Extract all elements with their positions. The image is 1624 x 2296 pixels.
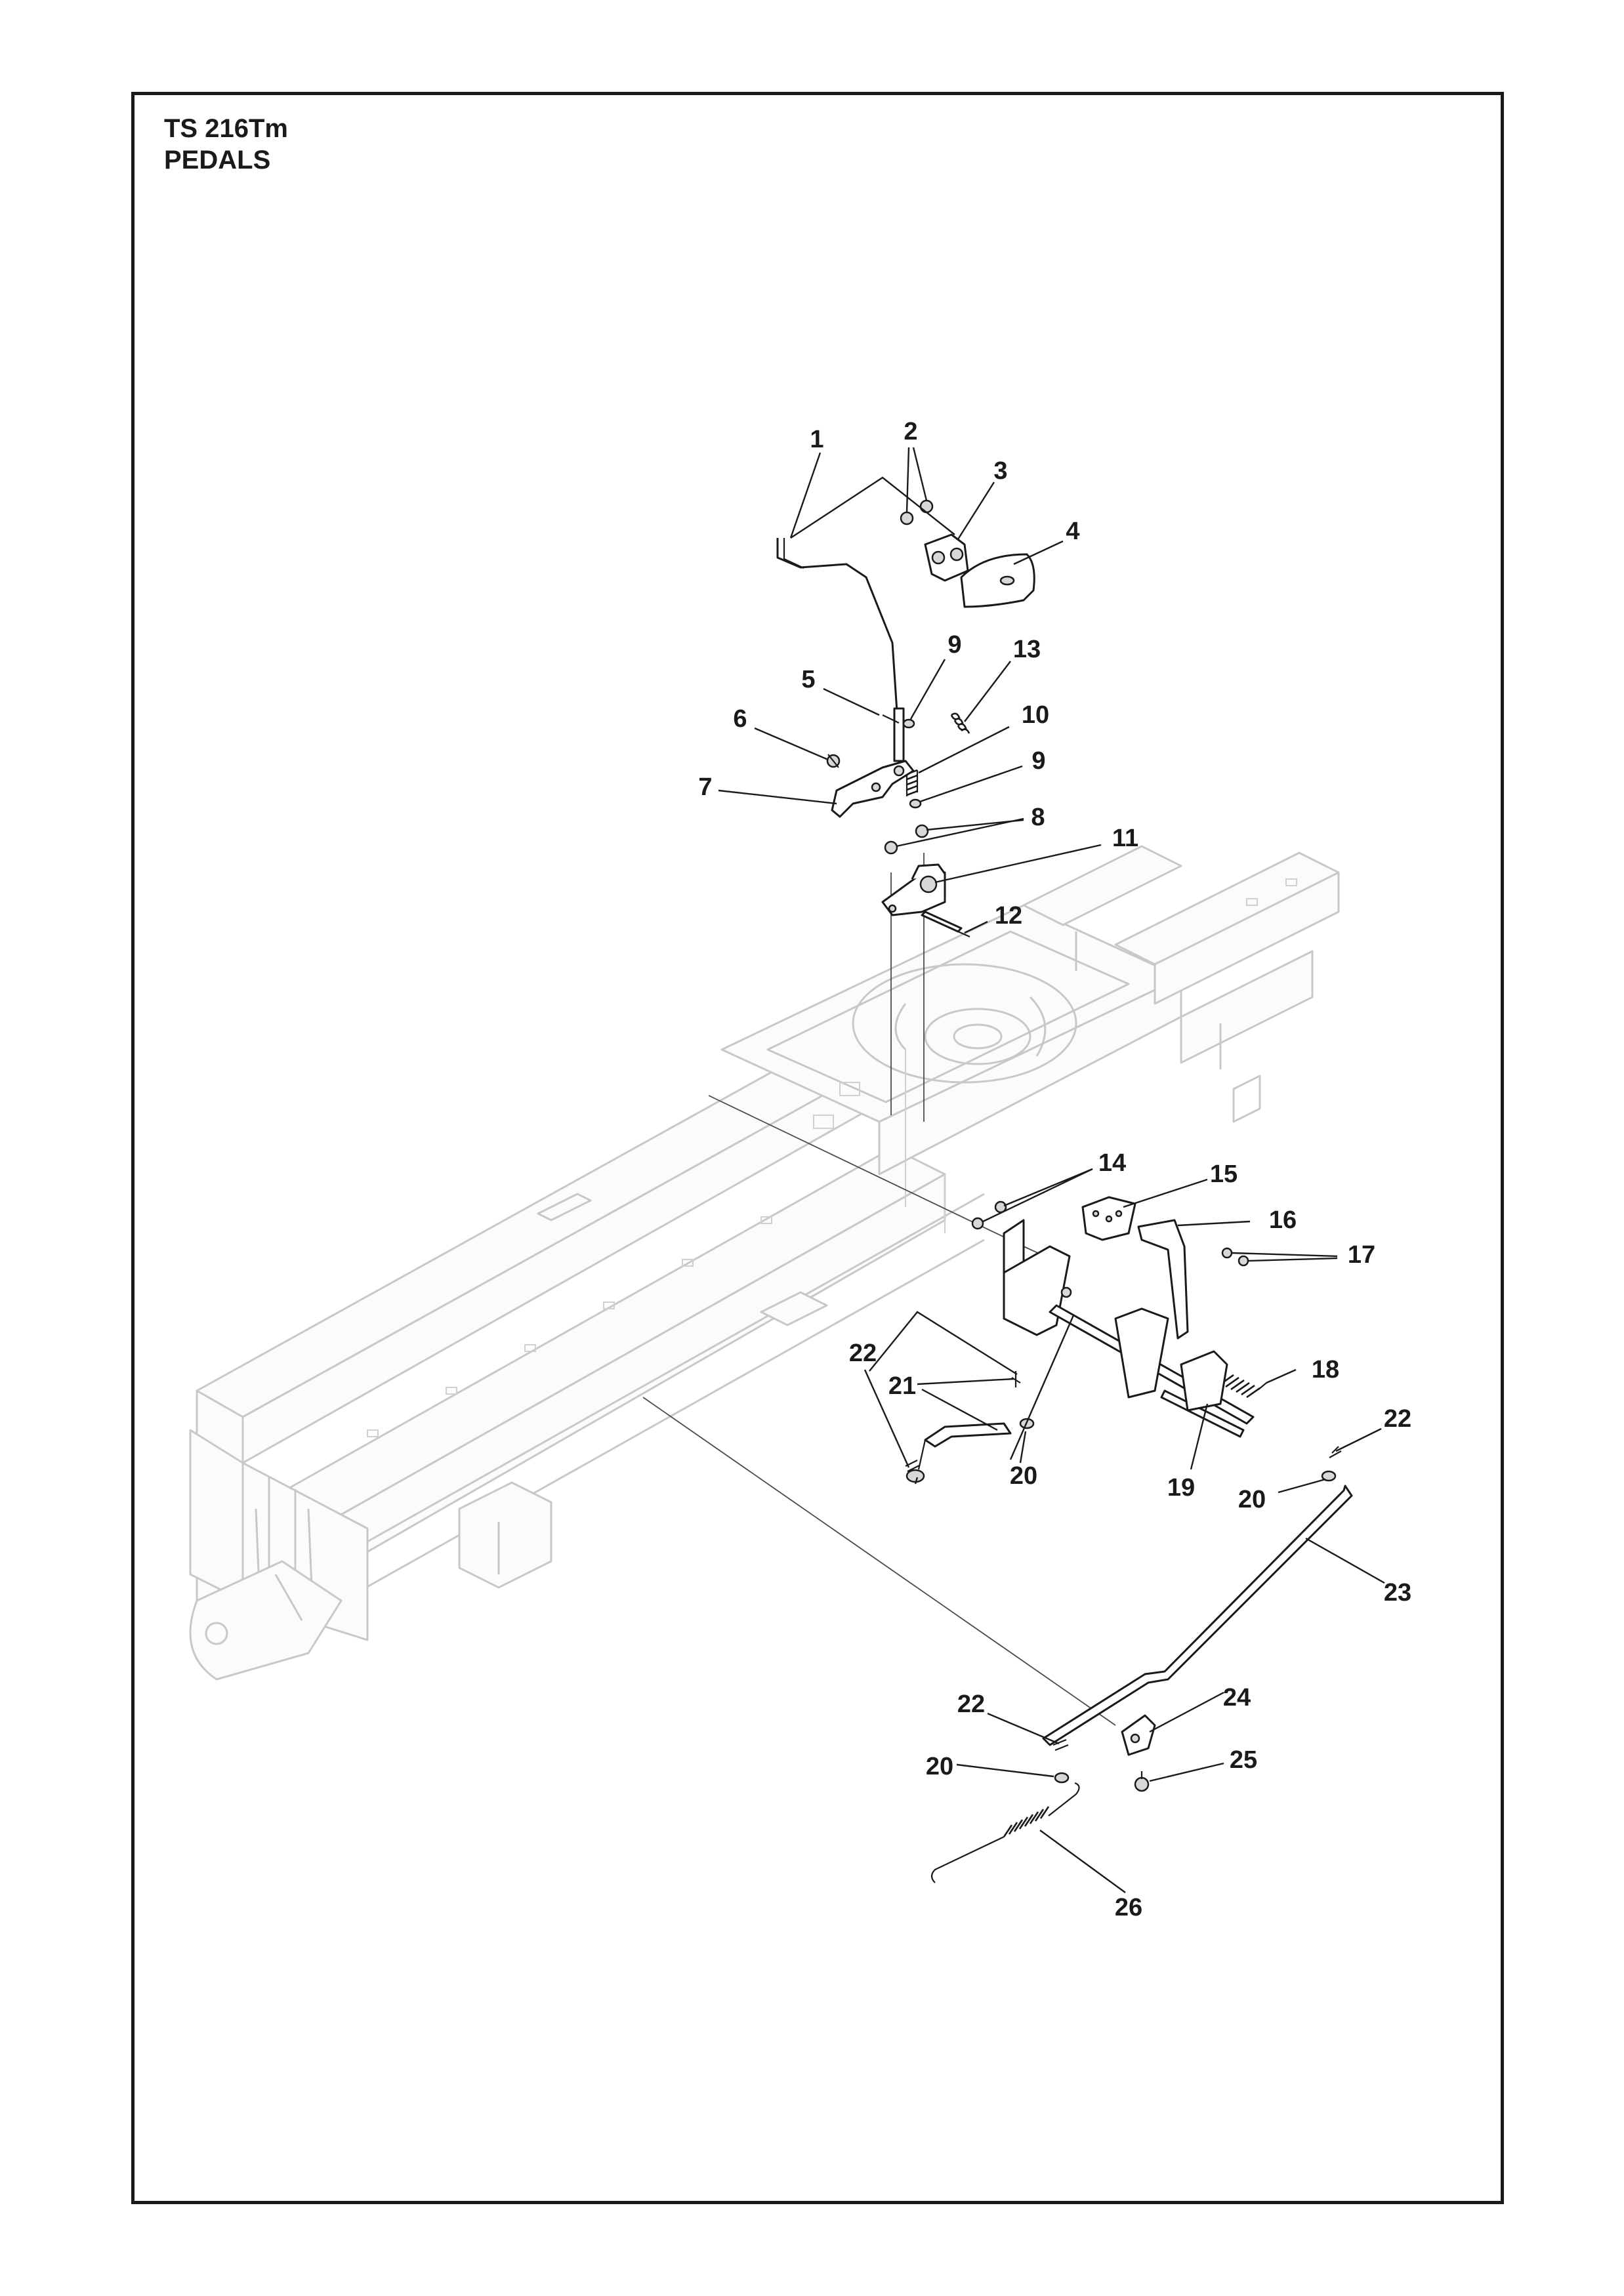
callout-21: 21 [888,1372,916,1400]
callout-10: 10 [1022,701,1049,729]
part-22-pin-right [1329,1446,1342,1458]
part-16-pedal-arm [1137,1219,1189,1340]
callout-20-lower: 20 [926,1753,953,1780]
callout-26: 26 [1115,1894,1142,1921]
drawing-frame [131,92,1504,2204]
callout-1: 1 [810,426,823,453]
callout-19: 19 [1167,1474,1195,1502]
part-11-pivot-bracket [881,863,946,916]
part-21-link [917,1422,1012,1470]
section-title: PEDALS [164,146,271,174]
part-9-washer-lower [909,798,922,809]
model-title: TS 216Tm [164,114,288,143]
part-19-shaft [1160,1350,1245,1438]
callout-23: 23 [1384,1579,1411,1607]
callout-5: 5 [801,666,815,693]
callout-17: 17 [1348,1241,1375,1269]
callout-13: 13 [1013,636,1041,663]
part-1-pedal-rod [776,538,905,765]
callout-20-left: 20 [1010,1462,1037,1490]
part-14-bolts [971,1200,1007,1230]
callout-15: 15 [1210,1160,1238,1188]
part-20-washer-lower [1054,1772,1070,1784]
part-15-pedal-pad [1081,1196,1136,1241]
part-13-spring [950,712,970,734]
callout-leaders [718,447,1385,1893]
callout-14: 14 [1098,1149,1126,1177]
part-8-nuts [884,824,929,855]
part-4-pedal-pad [960,553,1035,608]
callout-16: 16 [1269,1206,1297,1234]
callout-22-left: 22 [849,1340,877,1367]
part-12-shaft [921,911,970,938]
callout-20-right: 20 [1238,1486,1266,1513]
part-7-lever [831,760,915,818]
callout-6: 6 [733,705,747,733]
part-25-bolt [1134,1771,1150,1792]
part-22-pin-lower [1052,1738,1069,1752]
callout-8: 8 [1031,804,1045,831]
callout-24: 24 [1223,1684,1251,1712]
callout-11: 11 [1112,825,1138,852]
part-26-spring [930,1782,1080,1883]
part-17-washers [1221,1247,1249,1267]
chassis-frame-ghost [189,845,1340,1681]
callout-9-lower: 9 [1031,747,1045,775]
part-23-rod [1042,1485,1353,1746]
callout-18: 18 [1312,1356,1339,1384]
callout-22-right: 22 [1384,1405,1411,1433]
part-6-bolt [826,754,841,768]
part-3-pedal-bracket [924,533,969,582]
part-20-washer-right [1321,1470,1337,1482]
callout-9-upper: 9 [947,631,961,659]
callout-25: 25 [1230,1746,1257,1774]
callout-3: 3 [993,457,1007,485]
callout-4: 4 [1066,518,1079,545]
callout-7: 7 [698,773,712,801]
callout-22-lower: 22 [957,1691,985,1718]
part-20-washer-left [906,1469,925,1483]
callout-labels: 1 2 3 4 9 13 5 6 10 9 7 8 11 12 14 15 16… [698,418,1411,1921]
part-5-pin [882,714,900,724]
title-block: TS 216Tm PEDALS [164,113,288,176]
part-22-pins-left [905,1371,1021,1472]
part-9-washer-upper [902,718,915,729]
callout-2: 2 [904,418,917,445]
callout-12: 12 [995,902,1022,930]
part-24-bracket [1121,1714,1156,1756]
